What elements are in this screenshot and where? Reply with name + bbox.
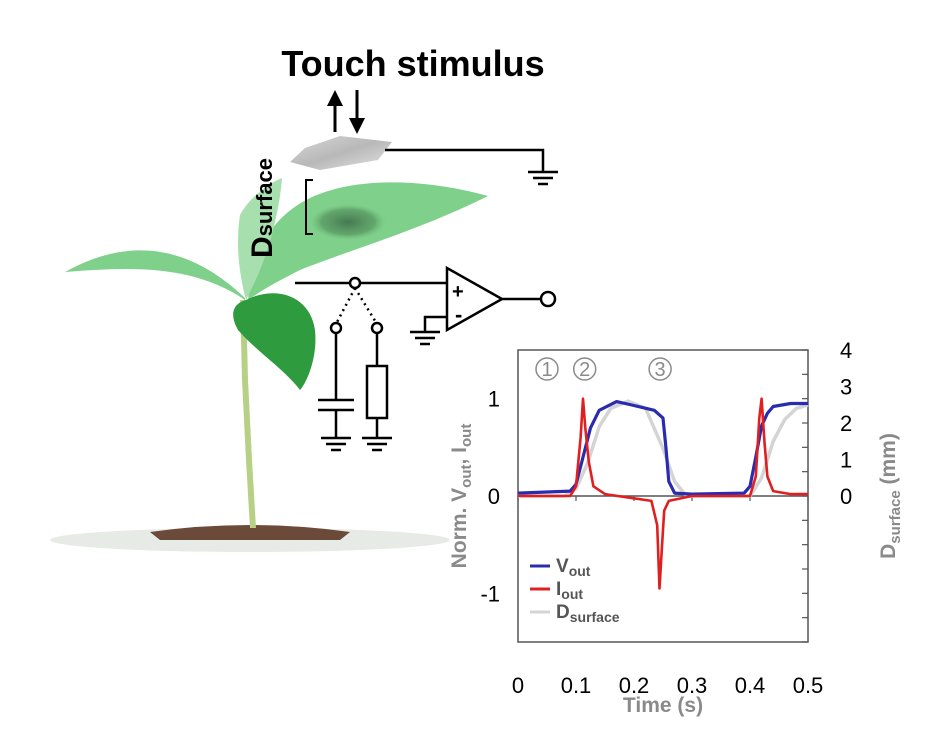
y-tick-label: -1 [480, 581, 500, 606]
y2-tick-label: 2 [840, 411, 852, 436]
x-tick-label: 0.5 [793, 673, 824, 698]
marker-circle [572, 357, 597, 381]
y-tick-label: 0 [488, 484, 500, 509]
soil [50, 525, 450, 552]
marker-circle [648, 357, 672, 381]
x-axis-title: Time (s) [623, 694, 703, 717]
marker-label: 2 [579, 359, 590, 381]
series-line-dsurface [518, 399, 809, 498]
series-line-iout [518, 397, 808, 590]
x-tick-label: 0.3 [677, 673, 708, 698]
x-tick-label: 0.2 [619, 673, 650, 698]
y2-tick-label: 0 [840, 484, 852, 509]
y2-tick-label: 3 [840, 375, 852, 400]
y2-axis-title: Dsurface (mm) [877, 433, 904, 559]
plant-leaves [65, 178, 488, 390]
legend: Vout Iout Dsurface [530, 556, 620, 625]
dsurface-bracket [305, 179, 313, 235]
legend-label-vout: Vout [556, 556, 591, 579]
legend-label-iout: Iout [556, 579, 583, 602]
tick-label-layer: 0 0.1 0.2 0.3 0.4 0.5 1 0 -1 4 3 2 1 0 [480, 338, 852, 698]
marker-label: 3 [655, 359, 666, 381]
ground-symbol-icon-2 [321, 330, 440, 452]
series-layer [517, 397, 809, 590]
marker-label: 1 [541, 359, 552, 381]
legend-label-dsurface: Dsurface [556, 602, 620, 625]
y2-tick-label: 1 [840, 448, 852, 473]
x-tick-label: 0.4 [735, 673, 766, 698]
opamp-minus: - [455, 302, 462, 327]
marker-circle [535, 357, 559, 381]
x-tick-label: 0 [512, 673, 524, 698]
switch-dotted-lines [334, 287, 379, 325]
touch-pad [290, 136, 392, 170]
y-tick-label: 1 [488, 387, 500, 412]
up-down-arrows-icon [327, 90, 365, 134]
chart: 1 2 3 0 0.1 0.2 0.3 0.4 0.5 1 0 -1 4 3 2 1 0 Time (s) N… [448, 338, 904, 717]
x-tick-label: 0.1 [561, 673, 592, 698]
resistor-icon [365, 364, 389, 420]
circuit-wires [295, 281, 540, 438]
y2-tick-label: 4 [840, 338, 852, 363]
title: Touch stimulus [281, 43, 544, 84]
plant-stem [240, 300, 256, 528]
capacitor-icon [318, 398, 354, 412]
opamp-plus: + [452, 281, 464, 303]
opamp-icon [445, 265, 505, 333]
pad-ground-wire [385, 148, 545, 172]
marker-layer: 1 2 3 [535, 357, 672, 381]
dsurface-label: Dsurface [246, 158, 279, 258]
switch-nodes [329, 276, 557, 335]
ground-symbol-icon [528, 170, 558, 186]
y-axis-title: Norm. Vout, Iout [448, 424, 475, 569]
